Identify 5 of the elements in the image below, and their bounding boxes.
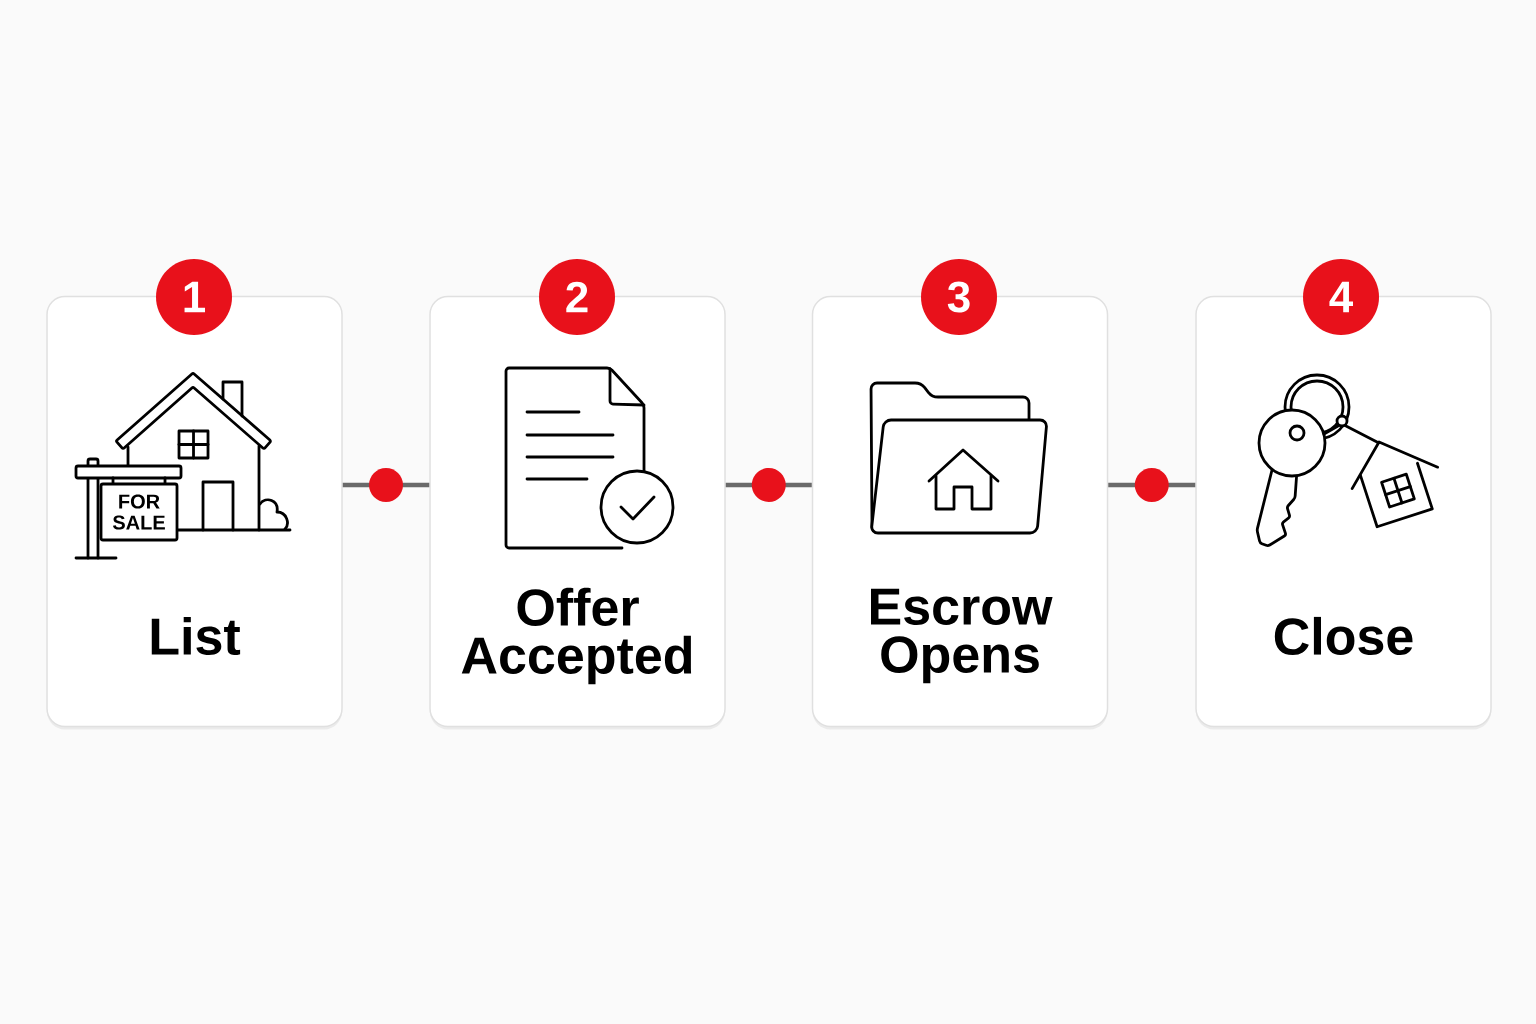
number-badge: 2 [539,259,615,335]
number-badge: 3 [921,259,997,335]
number-badge: 4 [1303,259,1379,335]
number-badge: 1 [156,259,232,335]
sign-text: FOR SALE [112,494,165,530]
